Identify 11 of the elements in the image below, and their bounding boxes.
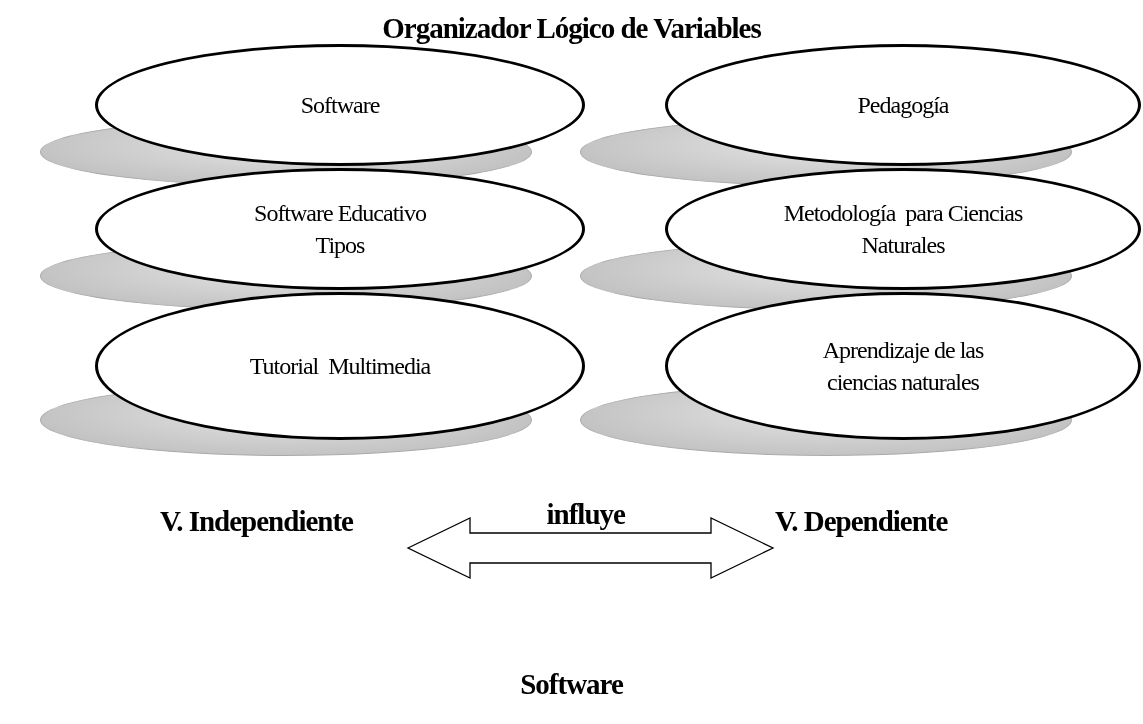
double-block-arrow xyxy=(406,516,775,580)
variable-label: V. Independiente xyxy=(160,505,353,538)
caption-label: Software xyxy=(520,668,623,700)
ellipse-label: Software Educativo Tipos xyxy=(253,198,427,260)
diagram-title: Organizador Lógico de Variables xyxy=(382,12,761,44)
ellipse-label: Software xyxy=(300,90,380,120)
ellipse-label: Metodología para Ciencias Naturales xyxy=(783,198,1023,260)
ellipse-label: Tutorial Multimedia xyxy=(249,351,431,381)
ellipse-label: Pedagogía xyxy=(857,90,949,120)
variable-label: V. Dependiente xyxy=(775,505,948,538)
ellipse-label: Aprendizaje de las ciencias naturales xyxy=(821,335,985,397)
